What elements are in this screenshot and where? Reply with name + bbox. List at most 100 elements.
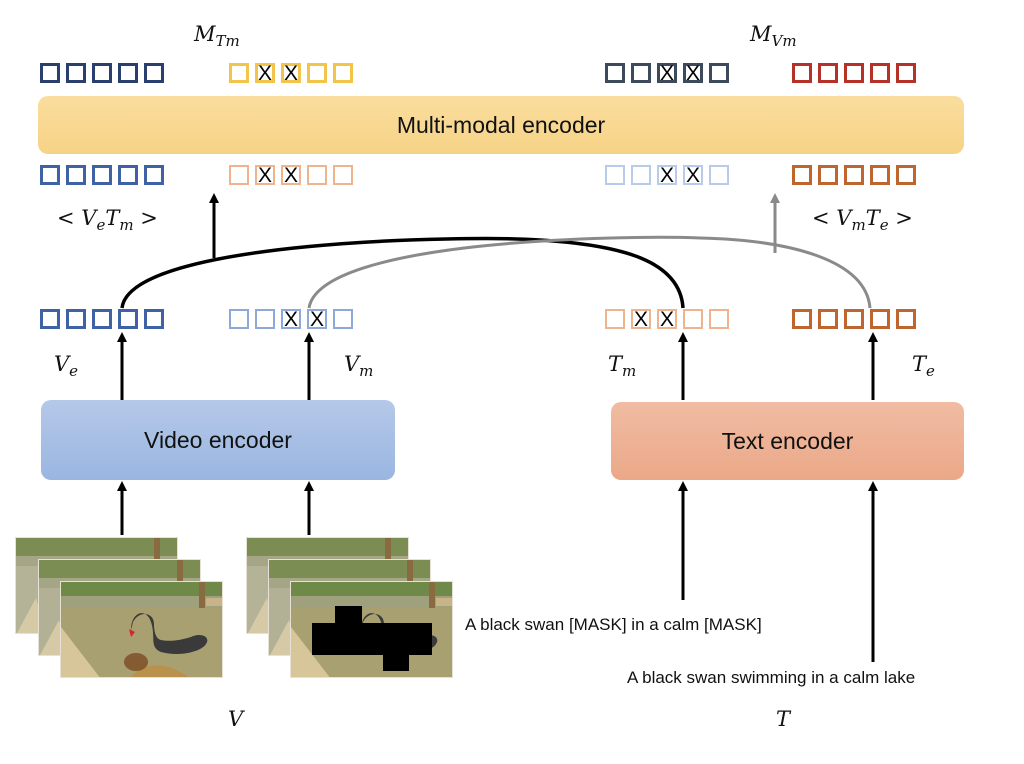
token	[144, 309, 164, 329]
token	[66, 309, 86, 329]
token	[92, 309, 112, 329]
token	[229, 63, 249, 83]
token	[870, 165, 890, 185]
token	[92, 63, 112, 83]
swan-icon	[131, 613, 208, 655]
token	[333, 165, 353, 185]
token	[844, 165, 864, 185]
token	[307, 63, 327, 83]
full-text-caption: A black swan swimming in a calm lake	[627, 668, 916, 687]
token	[631, 63, 651, 83]
token	[229, 309, 249, 329]
arc-vm-te	[307, 235, 872, 309]
masked-token: X	[631, 307, 651, 331]
mask-x-icon: X	[686, 61, 701, 85]
mask-x-icon: X	[660, 61, 675, 85]
token	[709, 63, 729, 83]
label-ve-tm: < VeTm >	[57, 206, 158, 234]
token	[844, 63, 864, 83]
token	[870, 309, 890, 329]
token	[870, 63, 890, 83]
token-row-mid-ve	[40, 165, 164, 185]
masked-token: X	[281, 307, 301, 331]
token-row-top-video-out	[40, 63, 164, 83]
video-mask-patch	[312, 623, 432, 655]
text-encoder-label: Text encoder	[721, 427, 854, 454]
masked-token: X	[281, 163, 301, 187]
token	[144, 165, 164, 185]
label-t: T	[776, 707, 791, 731]
token-row-low-ve	[40, 309, 164, 329]
mask-x-icon: X	[284, 61, 299, 85]
token	[40, 63, 60, 83]
video-mask-patch	[383, 655, 409, 671]
masked-token: X	[307, 307, 327, 331]
token	[709, 309, 729, 329]
mask-x-icon: X	[633, 307, 648, 331]
masked-token: X	[657, 61, 677, 85]
masked-token: X	[255, 163, 275, 187]
token	[709, 165, 729, 185]
token	[818, 309, 838, 329]
label-vm: Vm	[344, 352, 374, 380]
text-encoder: Text encoder	[611, 402, 964, 480]
masked-token: X	[657, 163, 677, 187]
video-frame-front-masked	[290, 581, 453, 678]
token-row-mid-te	[792, 165, 916, 185]
label-te: Te	[912, 352, 935, 380]
token	[118, 165, 138, 185]
label-ve: Ve	[54, 352, 79, 380]
token	[229, 165, 249, 185]
token	[605, 309, 625, 329]
token	[333, 63, 353, 83]
multimodal-encoder-label: Multi-modal encoder	[396, 111, 606, 138]
token	[307, 165, 327, 185]
mask-x-icon: X	[309, 307, 324, 331]
mask-x-icon: X	[659, 307, 674, 331]
token	[896, 309, 916, 329]
label-m-vm: MVm	[750, 22, 797, 50]
mask-x-icon: X	[283, 163, 298, 187]
masked-token: X	[281, 61, 301, 85]
mask-x-icon: X	[283, 307, 298, 331]
token	[333, 309, 353, 329]
token	[605, 165, 625, 185]
token	[792, 309, 812, 329]
token	[255, 309, 275, 329]
token	[896, 63, 916, 83]
multimodal-encoder: Multi-modal encoder	[38, 96, 964, 154]
token-row-top-text-full-out	[792, 63, 916, 83]
token	[792, 63, 812, 83]
mask-x-icon: X	[659, 163, 674, 187]
token	[40, 309, 60, 329]
token	[66, 165, 86, 185]
token	[631, 165, 651, 185]
mask-x-icon: X	[257, 163, 272, 187]
token	[66, 63, 86, 83]
token	[92, 165, 112, 185]
token	[896, 165, 916, 185]
video-encoder-label: Video encoder	[144, 426, 292, 453]
token-row-low-te	[792, 309, 916, 329]
token	[792, 165, 812, 185]
token	[818, 165, 838, 185]
label-tm: Tm	[608, 352, 637, 380]
mask-x-icon: X	[685, 163, 700, 187]
label-v: V	[228, 707, 244, 731]
masked-token: X	[657, 307, 677, 331]
masked-token: X	[683, 163, 703, 187]
token	[118, 309, 138, 329]
masked-token: X	[255, 63, 275, 84]
video-frame-front	[60, 581, 223, 678]
token	[144, 63, 164, 83]
label-m-tm: MTm	[194, 22, 240, 50]
video-mask-patch	[335, 606, 362, 623]
masked-token: X	[683, 61, 703, 85]
token	[818, 63, 838, 83]
video-encoder: Video encoder	[41, 400, 395, 480]
token	[118, 63, 138, 83]
